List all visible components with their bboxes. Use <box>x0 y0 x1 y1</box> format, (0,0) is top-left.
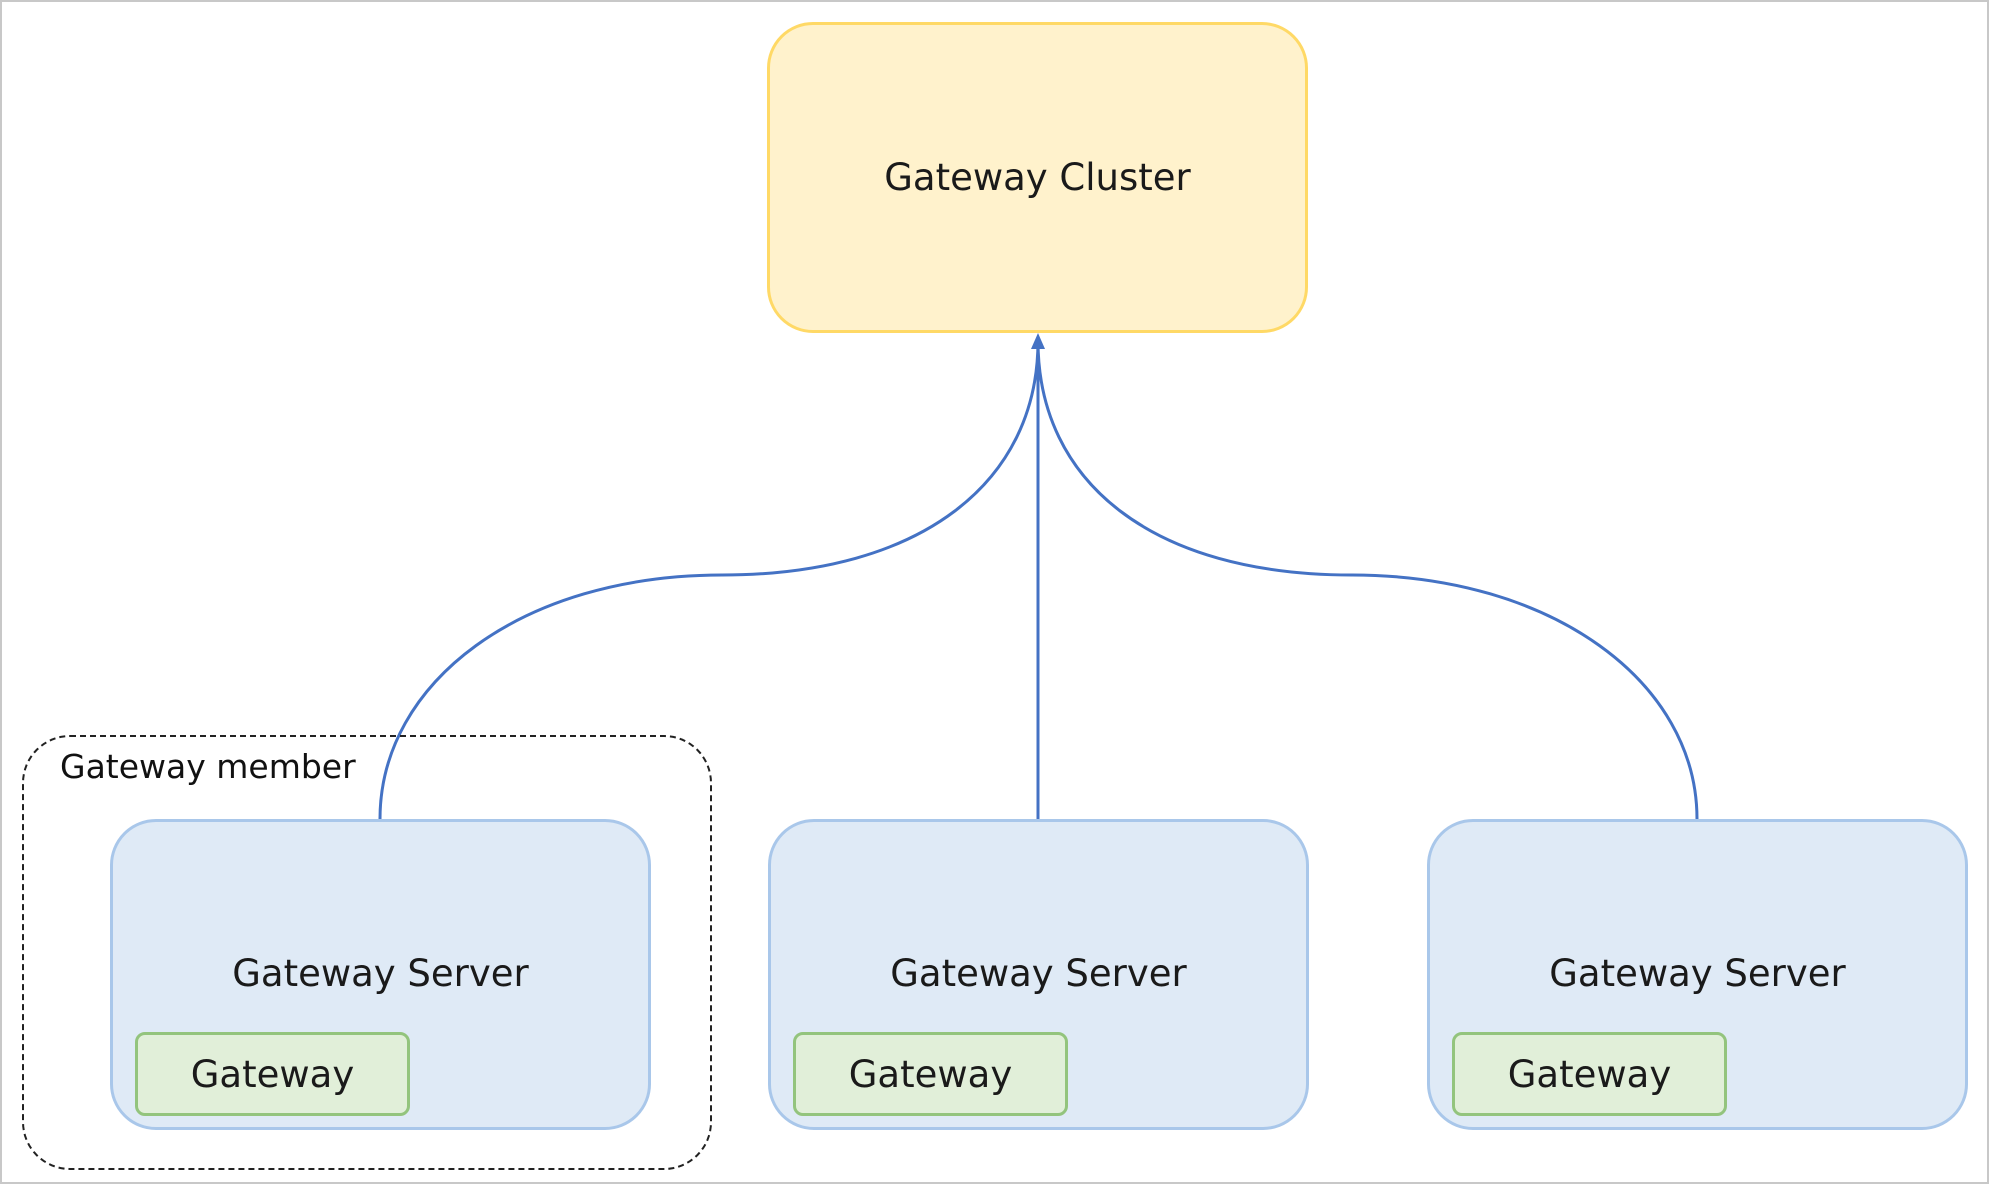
gateway-component-label: Gateway <box>1507 1052 1672 1096</box>
gateway-server-node-3: Gateway Server Gateway <box>1427 819 1968 1130</box>
gateway-member-label: Gateway member <box>60 747 356 786</box>
edge-server-1-to-cluster <box>378 340 1040 820</box>
gateway-member-group <box>22 735 712 1170</box>
gateway-server-label: Gateway Server <box>890 952 1187 995</box>
gateway-component: Gateway <box>1452 1032 1727 1116</box>
gateway-component: Gateway <box>793 1032 1068 1116</box>
gateway-server-node-2: Gateway Server Gateway <box>768 819 1309 1130</box>
gateway-component-label: Gateway <box>190 1052 355 1096</box>
gateway-server-label: Gateway Server <box>1549 952 1846 995</box>
gateway-component-label: Gateway <box>848 1052 1013 1096</box>
gateway-server-label: Gateway Server <box>232 952 529 995</box>
edge-server-3-to-cluster <box>1036 340 1699 820</box>
gateway-server-node-1: Gateway Server Gateway <box>110 819 651 1130</box>
gateway-cluster-label: Gateway Cluster <box>884 156 1191 199</box>
arrowhead-icon <box>1031 333 1045 349</box>
gateway-cluster-node: Gateway Cluster <box>767 22 1308 333</box>
gateway-component: Gateway <box>135 1032 410 1116</box>
